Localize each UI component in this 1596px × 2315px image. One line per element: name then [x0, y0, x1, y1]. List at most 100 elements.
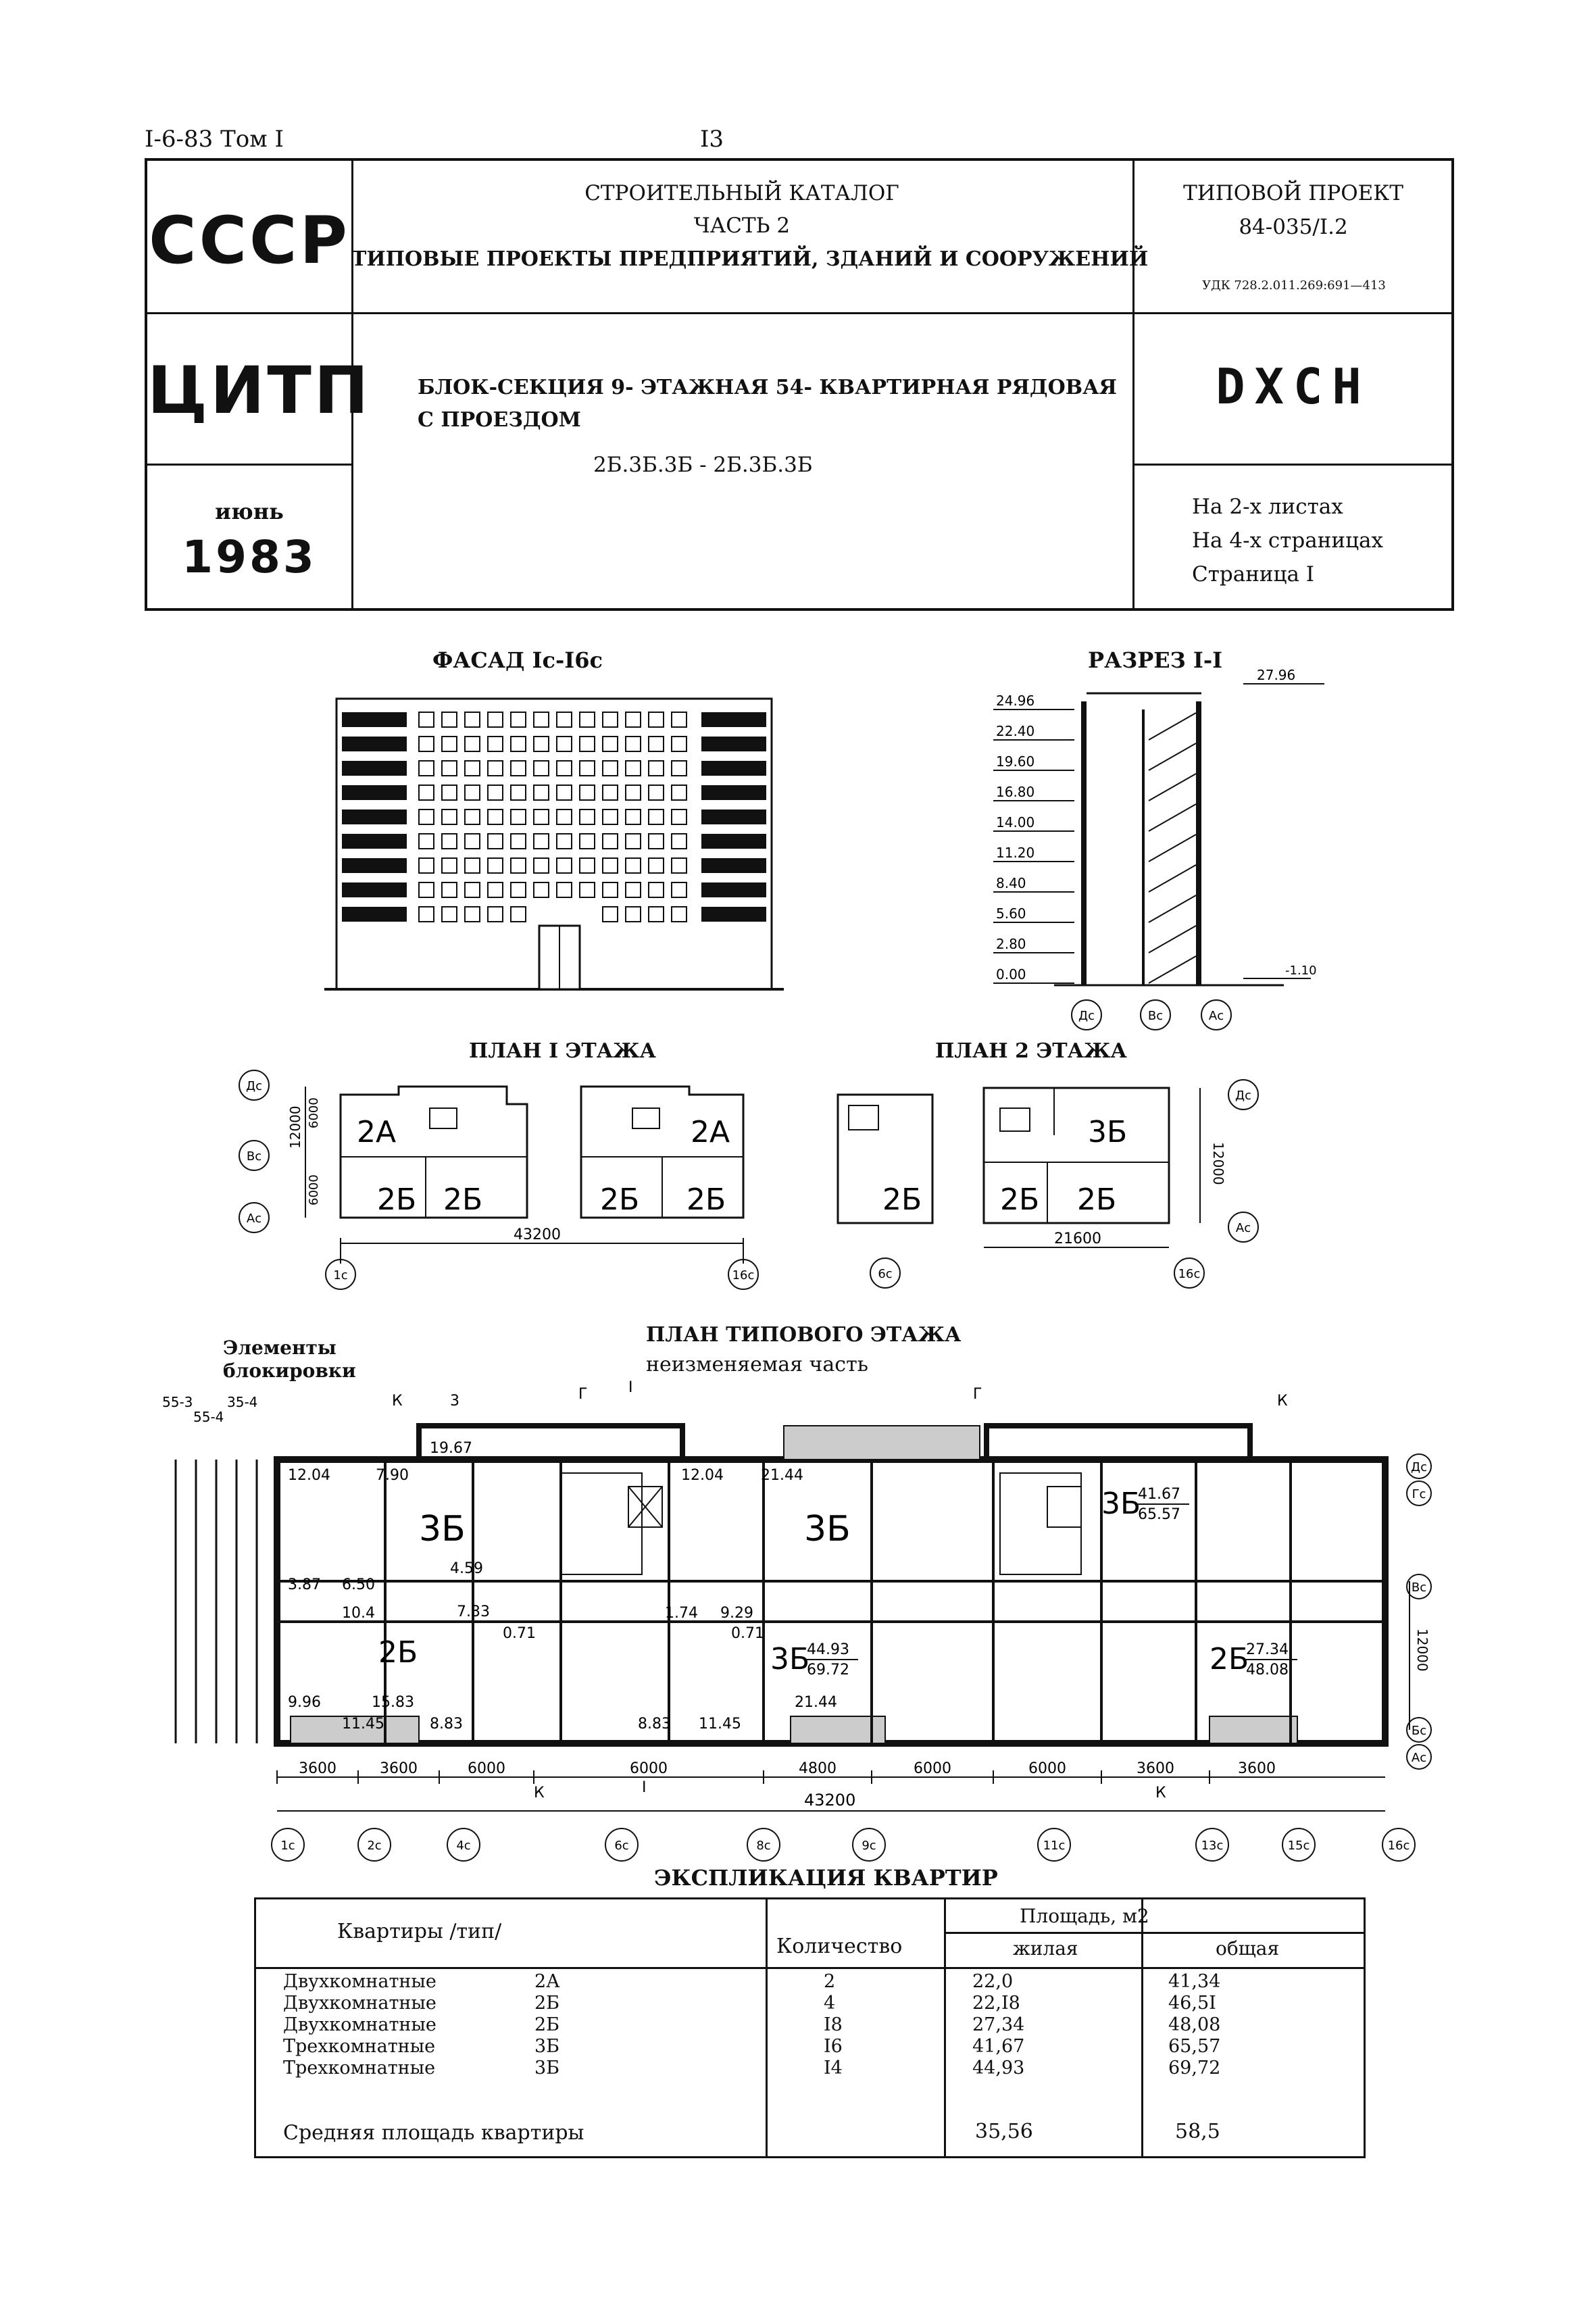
- typical-room-area: 6.50: [342, 1576, 375, 1593]
- typical-axis-right: Вс: [1406, 1574, 1432, 1599]
- typical-room-area: 8.83: [430, 1716, 463, 1733]
- typical-axis-right-label: Вс: [1412, 1580, 1426, 1595]
- typical-axis-bottom-label: 4с: [456, 1839, 470, 1853]
- current-page: Страница I: [1192, 562, 1315, 587]
- typical-axis-right: Гс: [1406, 1480, 1432, 1506]
- section-level-mark: 5.60: [996, 905, 1026, 922]
- explication-row-qty: I4: [824, 2058, 843, 2078]
- apartment-explication-table: Квартиры /тип/ Количество Площадь, м2 жи…: [254, 1897, 1366, 2158]
- plan-2-room-mark: 2Б: [1077, 1183, 1116, 1217]
- explication-col-quantity: Количество: [776, 1935, 903, 1958]
- average-total-area: 58,5: [1175, 2120, 1220, 2143]
- facade-window: [602, 785, 618, 801]
- facade-window: [464, 833, 480, 849]
- typical-axis-right-label: Гс: [1412, 1487, 1426, 1501]
- facade-window: [579, 712, 595, 728]
- facade-window: [579, 736, 595, 752]
- typical-room-area: 12.04: [681, 1467, 724, 1484]
- typical-room-area: 19.67: [430, 1440, 472, 1457]
- facade-window: [625, 833, 641, 849]
- typical-apartment-total-area: 69.72: [807, 1662, 849, 1678]
- typical-span-dim: 4800: [799, 1760, 837, 1777]
- facade-window: [464, 906, 480, 922]
- facade-window: [602, 712, 618, 728]
- typical-axis-bottom-label: 9с: [862, 1839, 876, 1853]
- facade-window: [464, 712, 480, 728]
- explication-row-name: Двухкомнатные: [283, 1993, 437, 2014]
- facade-window: [487, 809, 503, 825]
- facade-window: [625, 736, 641, 752]
- facade-window: [464, 785, 480, 801]
- typical-cut-letter: 3: [450, 1393, 459, 1410]
- explication-col-total: общая: [1216, 1937, 1280, 1960]
- facade-window: [510, 882, 526, 898]
- facade-window: [533, 712, 549, 728]
- facade-balcony: [701, 761, 766, 776]
- typical-axis-bottom-label: 16с: [1388, 1839, 1410, 1853]
- stair-flight: [1148, 743, 1197, 771]
- plan-1-axis-1-label: 1с: [333, 1268, 347, 1283]
- plan-1-total-dim: 43200: [514, 1226, 561, 1243]
- typical-cut-letter: К: [1155, 1785, 1166, 1801]
- facade-window: [441, 833, 457, 849]
- plan-1-axis-v: Вс: [239, 1140, 270, 1171]
- facade-window: [671, 882, 687, 898]
- facade-window: [648, 809, 664, 825]
- explication-row-total: 65,57: [1168, 2036, 1221, 2057]
- doc-reference: I-6-83 Том I: [145, 126, 284, 153]
- typical-apartment-type: 3Б: [1101, 1487, 1141, 1521]
- facade-window: [579, 882, 595, 898]
- facade-window: [556, 857, 572, 874]
- facade-window: [418, 785, 434, 801]
- typical-room-area: 7.90: [376, 1467, 409, 1484]
- plan-1-title: ПЛАН I ЭТАЖА: [469, 1039, 656, 1063]
- plan-1-dim-total-v: 12000: [287, 1105, 303, 1149]
- facade-window: [533, 882, 549, 898]
- typical-axis-right: Дс: [1406, 1453, 1432, 1479]
- facade-window: [671, 833, 687, 849]
- facade-window: [464, 809, 480, 825]
- facade-balcony: [342, 907, 407, 922]
- typical-apartment-living-area: 44.93: [807, 1641, 849, 1658]
- facade-window: [510, 736, 526, 752]
- facade-balcony: [701, 737, 766, 751]
- typical-axis-bottom-label: 11с: [1043, 1839, 1066, 1853]
- facade-window: [602, 882, 618, 898]
- facade-window: [510, 906, 526, 922]
- facade-window: [441, 785, 457, 801]
- explication-row-total: 46,5I: [1168, 1993, 1216, 2014]
- explication-row-name: Двухкомнатные: [283, 1971, 437, 1992]
- typical-axis-right: Бс: [1406, 1717, 1432, 1743]
- typical-axis-bottom: 1с: [271, 1828, 305, 1862]
- section-axis-d: Дс: [1071, 999, 1102, 1030]
- typical-room-area: 7.33: [457, 1603, 490, 1620]
- catalog-line-2: ЧАСТЬ 2: [693, 214, 791, 238]
- facade-window: [533, 833, 549, 849]
- typical-axis-bottom: 11с: [1037, 1828, 1071, 1862]
- project-label: ТИПОВОЙ ПРОЕКТ: [1183, 181, 1403, 205]
- facade-window: [441, 736, 457, 752]
- stair-flight: [1148, 895, 1197, 923]
- facade-window: [510, 809, 526, 825]
- plan-1-room-mark: 2А: [357, 1115, 396, 1149]
- plan-2-title: ПЛАН 2 ЭТАЖА: [935, 1039, 1127, 1063]
- plan-1-axis-1: 1с: [325, 1259, 356, 1290]
- typical-room-area: 21.44: [761, 1467, 803, 1484]
- facade-window: [648, 833, 664, 849]
- explication-row-qty: I8: [824, 2014, 843, 2035]
- section-title: РАЗРЕЗ I-I: [1088, 647, 1223, 673]
- explication-row-type: 2Б: [534, 2014, 560, 2035]
- facade-window: [487, 760, 503, 776]
- typical-cut-letter: Г: [578, 1386, 587, 1403]
- facade-window: [648, 906, 664, 922]
- facade-window: [533, 760, 549, 776]
- typical-room-area: 11.45: [699, 1716, 741, 1733]
- explication-row-type: 3Б: [534, 2036, 560, 2057]
- typical-apartment-total-area: 65.57: [1138, 1506, 1180, 1523]
- plan-2-total-dim: 21600: [1054, 1230, 1101, 1247]
- facade-window: [464, 857, 480, 874]
- explication-row-living: 44,93: [972, 2058, 1025, 2078]
- facade-window: [464, 736, 480, 752]
- facade-window: [671, 785, 687, 801]
- facade-balcony: [701, 907, 766, 922]
